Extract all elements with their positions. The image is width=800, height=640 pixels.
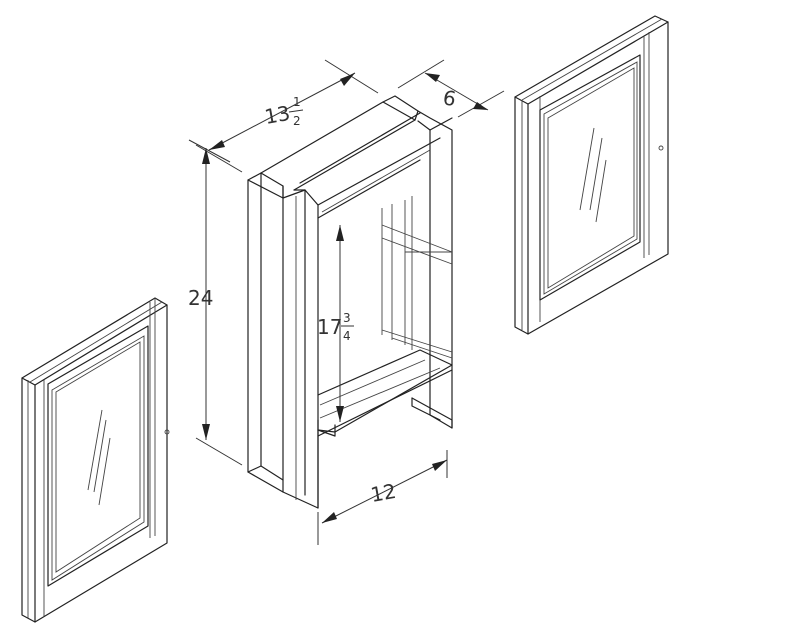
inner-height-denominator: 4 — [343, 329, 351, 343]
cabinet-body — [247, 95, 453, 509]
inner-height-whole: 17 — [317, 315, 342, 339]
right-glass-door — [514, 15, 669, 335]
depth-b-label: 6 — [441, 85, 458, 111]
left-glass-door — [21, 297, 170, 623]
height-label: 24 — [188, 286, 213, 310]
dimension-depth-6 — [397, 59, 505, 118]
depth-a-whole: 13 — [263, 101, 292, 129]
dimension-width-12 — [317, 450, 448, 545]
dimension-inner-height-17-75 — [336, 225, 344, 422]
dimension-depth-13-5 — [188, 59, 379, 163]
width-label: 12 — [369, 479, 398, 507]
depth-a-numerator: 1 — [293, 95, 301, 109]
inner-height-numerator: 3 — [343, 311, 351, 325]
dimension-height-24 — [195, 144, 243, 466]
depth-a-denominator: 2 — [293, 114, 301, 128]
